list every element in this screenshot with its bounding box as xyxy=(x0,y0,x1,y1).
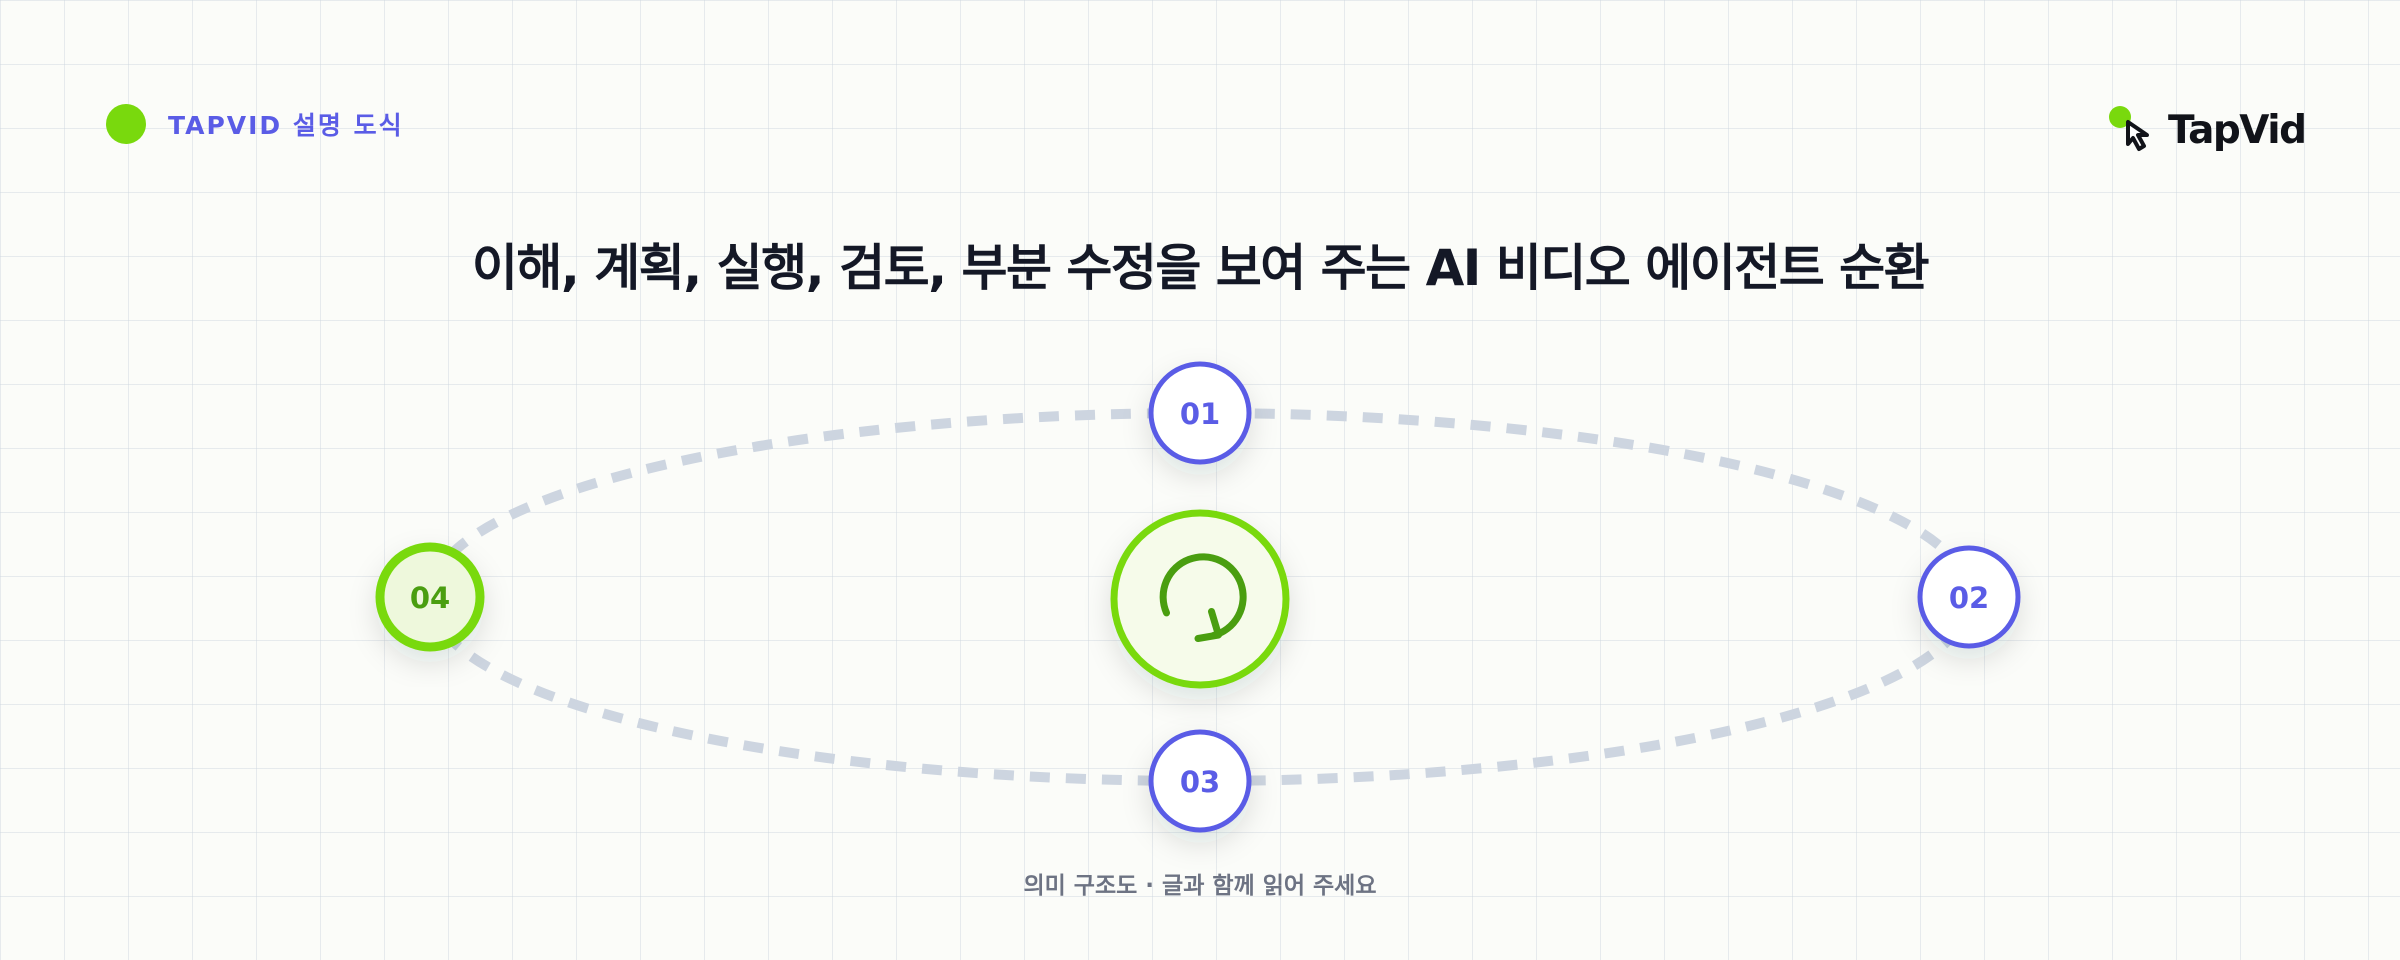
cycle-node-circle xyxy=(1148,729,1252,833)
cycle-node-04: 04 xyxy=(375,542,485,652)
cycle-node-circle xyxy=(375,542,485,652)
cycle-node-label: 01 xyxy=(1180,397,1220,431)
center-hub xyxy=(1110,509,1290,689)
page-title: 이해, 계획, 실행, 검토, 부분 수정을 보여 주는 AI 비디오 에이전트… xyxy=(471,239,1930,297)
refresh-cycle-icon xyxy=(1159,553,1247,642)
caption-note: 의미 구조도 · 글과 함께 읽어 주세요 xyxy=(1023,873,1377,899)
brand-logo[interactable]: TapVid xyxy=(2106,100,2307,160)
cycle-node-01: 01 xyxy=(1148,361,1252,465)
cycle-node-02: 02 xyxy=(1917,545,2021,649)
badge-label: TAPVID 설명 도식 xyxy=(168,111,404,140)
cycle-node-label: 03 xyxy=(1180,765,1220,799)
cycle-node-circle xyxy=(1148,361,1252,465)
badge-dot-icon xyxy=(106,104,146,144)
cycle-node-circle xyxy=(1917,545,2021,649)
pointer-hand-icon xyxy=(2109,106,2149,151)
cycle-node-label: 04 xyxy=(410,581,450,615)
header-badge: TAPVID 설명 도식 xyxy=(106,104,404,144)
cycle-node-03: 03 xyxy=(1148,729,1252,833)
cycle-node-label: 02 xyxy=(1949,581,1989,615)
logo-wordmark: TapVid xyxy=(2168,107,2307,153)
